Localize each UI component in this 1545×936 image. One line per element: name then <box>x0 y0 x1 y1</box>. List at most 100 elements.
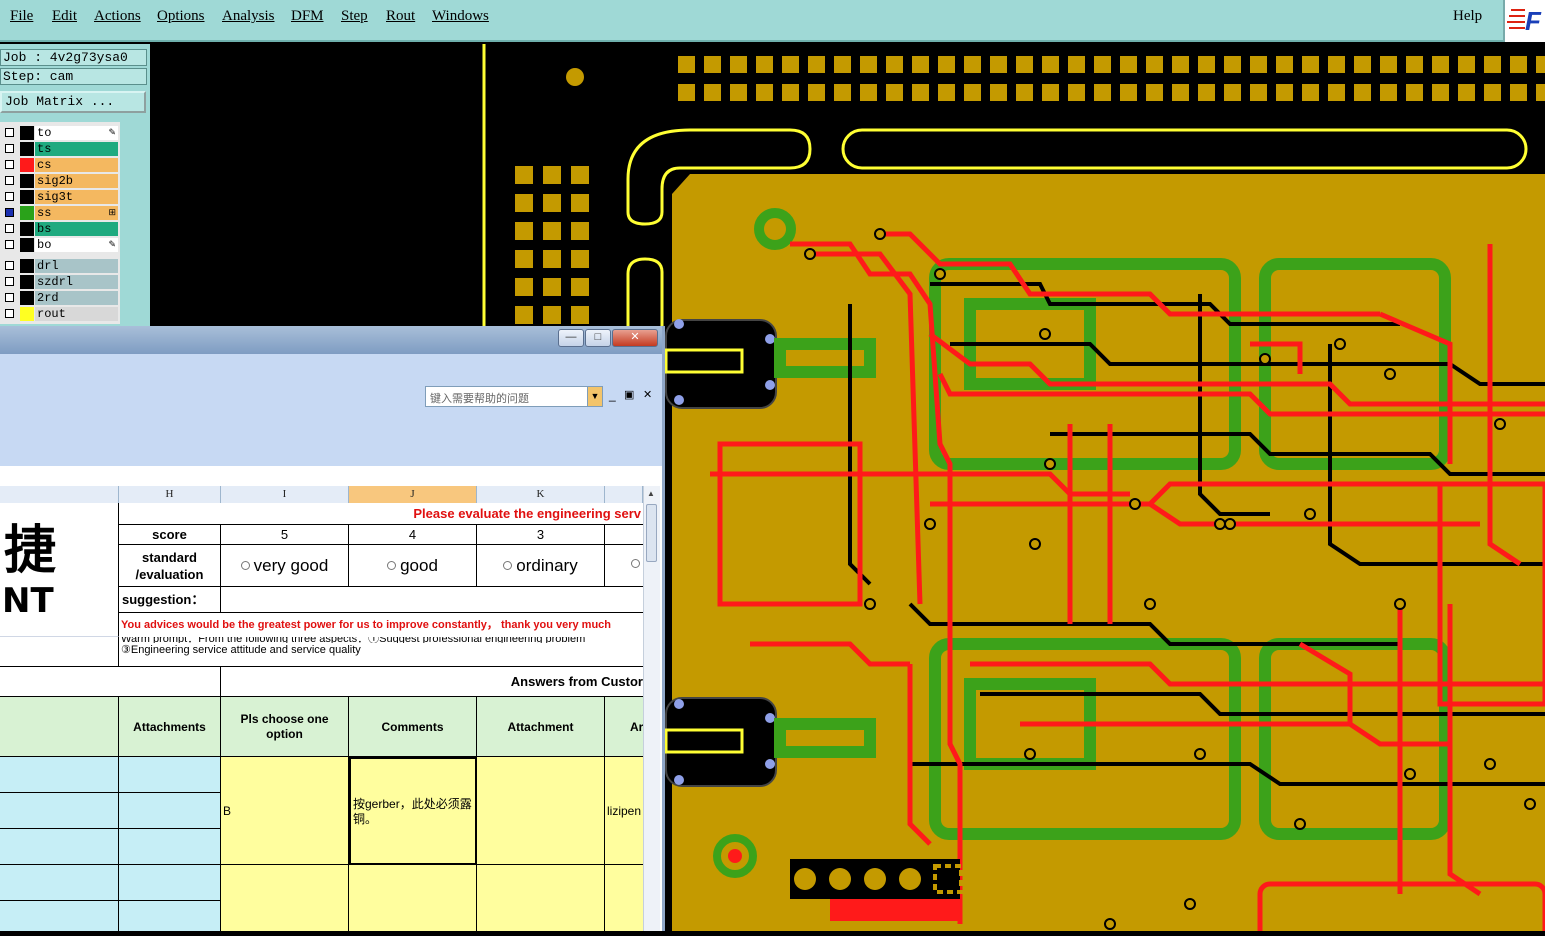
attachment-cell[interactable] <box>477 757 605 865</box>
layer-color-swatch[interactable] <box>20 259 34 273</box>
layer-color-swatch[interactable] <box>20 190 34 204</box>
layer-color-swatch[interactable] <box>20 174 34 188</box>
job-matrix-button[interactable]: Job Matrix ... <box>0 91 146 113</box>
scroll-up-icon[interactable]: ▲ <box>647 489 655 498</box>
radio-icon[interactable] <box>631 559 640 568</box>
ribbon-minimize-icon[interactable]: _ <box>609 388 616 402</box>
logo-char: 捷 <box>4 520 57 581</box>
menu-dfm[interactable]: DFM <box>291 8 324 24</box>
radio-icon[interactable] <box>240 561 250 570</box>
layer-row-ts[interactable]: ts <box>0 141 120 156</box>
table-row[interactable] <box>0 793 119 829</box>
layer-name[interactable]: szdrl <box>35 275 118 289</box>
company-logo: 捷 NT <box>0 503 119 637</box>
layer-row-sig2b[interactable]: sig2b <box>0 173 120 188</box>
layer-checkbox[interactable] <box>5 208 14 217</box>
menu-actions[interactable]: Actions <box>94 8 141 24</box>
table-row[interactable] <box>0 829 119 865</box>
layer-row-ss[interactable]: ss⊞ <box>0 205 120 220</box>
minimize-button[interactable]: — <box>558 329 584 347</box>
layer-color-swatch[interactable] <box>20 291 34 305</box>
layer-checkbox[interactable] <box>5 160 14 169</box>
table-row[interactable] <box>0 757 119 793</box>
column-headers: H I J K <box>0 486 643 504</box>
layer-checkbox[interactable] <box>5 261 14 270</box>
chevron-down-icon[interactable]: ▼ <box>587 387 602 406</box>
layer-row-bo[interactable]: bo✎ <box>0 237 120 252</box>
layer-name[interactable]: sig3t <box>35 190 118 204</box>
layer-row-rout[interactable]: rout <box>0 306 120 321</box>
layer-checkbox[interactable] <box>5 224 14 233</box>
menu-analysis[interactable]: Analysis <box>222 8 275 24</box>
layer-row-sig3t[interactable]: sig3t <box>0 189 120 204</box>
layer-row-bs[interactable]: bs <box>0 221 120 236</box>
table-row[interactable] <box>0 901 119 931</box>
layer-checkbox[interactable] <box>5 176 14 185</box>
layer-color-swatch[interactable] <box>20 275 34 289</box>
layer-row-cs[interactable]: cs <box>0 157 120 172</box>
ribbon-restore-icon[interactable]: ▣ <box>624 389 635 401</box>
spreadsheet-title-bar: — □ ✕ <box>0 326 662 354</box>
vertical-scrollbar[interactable]: ▲ <box>643 486 660 931</box>
menu-edit[interactable]: Edit <box>52 8 77 24</box>
table-row[interactable] <box>0 865 119 901</box>
radio-icon[interactable] <box>503 561 513 570</box>
spreadsheet-grid[interactable]: 捷 NT Please evaluate the engineering ser… <box>0 503 643 931</box>
ribbon-close-icon[interactable]: ✕ <box>643 389 653 401</box>
layer-name[interactable]: ss⊞ <box>35 206 118 220</box>
layer-name[interactable]: rout <box>35 307 118 321</box>
comment-cell[interactable]: 按gerber，此处必须露铜。 <box>349 757 477 865</box>
layer-checkbox[interactable] <box>5 240 14 249</box>
layer-row-to[interactable]: to✎ <box>0 125 120 140</box>
layer-color-swatch[interactable] <box>20 206 34 220</box>
menu-file[interactable]: File <box>10 8 34 24</box>
grid-icon: ⊞ <box>108 208 116 218</box>
layer-name[interactable]: bs <box>35 222 118 236</box>
warm-prompt: Warm prompt：From the following three asp… <box>119 637 643 667</box>
layer-color-swatch[interactable] <box>20 238 34 252</box>
help-search-input[interactable]: 键入需要帮助的问题 <box>425 386 603 407</box>
vendor-logo: F <box>1503 0 1545 42</box>
layer-name[interactable]: to✎ <box>35 126 118 140</box>
column-header-h[interactable]: H <box>119 486 221 503</box>
layer-name[interactable]: sig2b <box>35 174 118 188</box>
layer-color-swatch[interactable] <box>20 142 34 156</box>
layer-name[interactable]: cs <box>35 158 118 172</box>
layer-checkbox[interactable] <box>5 309 14 318</box>
option-ordinary[interactable]: ordinary <box>477 545 605 587</box>
layer-name[interactable]: bo✎ <box>35 238 118 252</box>
answer-cell[interactable]: lizipen <box>605 757 643 865</box>
column-header-i[interactable]: I <box>221 486 349 503</box>
menu-help[interactable]: Help <box>1453 8 1483 24</box>
layer-name[interactable]: 2rd <box>35 291 118 305</box>
option-good[interactable]: good <box>349 545 477 587</box>
column-header-j[interactable]: J <box>349 486 477 503</box>
menu-step[interactable]: Step <box>341 8 368 24</box>
menu-rout[interactable]: Rout <box>386 8 416 24</box>
layer-checkbox[interactable] <box>5 293 14 302</box>
layer-color-swatch[interactable] <box>20 307 34 321</box>
menu-options[interactable]: Options <box>157 8 205 24</box>
menu-windows[interactable]: Windows <box>432 8 489 24</box>
maximize-button[interactable]: □ <box>585 329 611 347</box>
suggestion-field[interactable] <box>221 587 643 613</box>
layer-color-swatch[interactable] <box>20 222 34 236</box>
layer-row-szdrl[interactable]: szdrl <box>0 274 120 289</box>
layer-row-2rd[interactable]: 2rd <box>0 290 120 305</box>
radio-icon[interactable] <box>387 561 397 570</box>
close-button[interactable]: ✕ <box>612 329 658 347</box>
column-header-k[interactable]: K <box>477 486 605 503</box>
layer-checkbox[interactable] <box>5 277 14 286</box>
choice-cell[interactable]: B <box>221 757 349 865</box>
scrollbar-thumb[interactable] <box>646 504 657 562</box>
layer-color-swatch[interactable] <box>20 126 34 140</box>
layer-checkbox[interactable] <box>5 144 14 153</box>
layer-color-swatch[interactable] <box>20 158 34 172</box>
option-very-good[interactable]: very good <box>221 545 349 587</box>
layer-checkbox[interactable] <box>5 192 14 201</box>
layer-checkbox[interactable] <box>5 128 14 137</box>
layer-name[interactable]: drl <box>35 259 118 273</box>
suggestion-label: suggestion： <box>119 587 221 613</box>
layer-name[interactable]: ts <box>35 142 118 156</box>
layer-row-drl[interactable]: drl <box>0 258 120 273</box>
